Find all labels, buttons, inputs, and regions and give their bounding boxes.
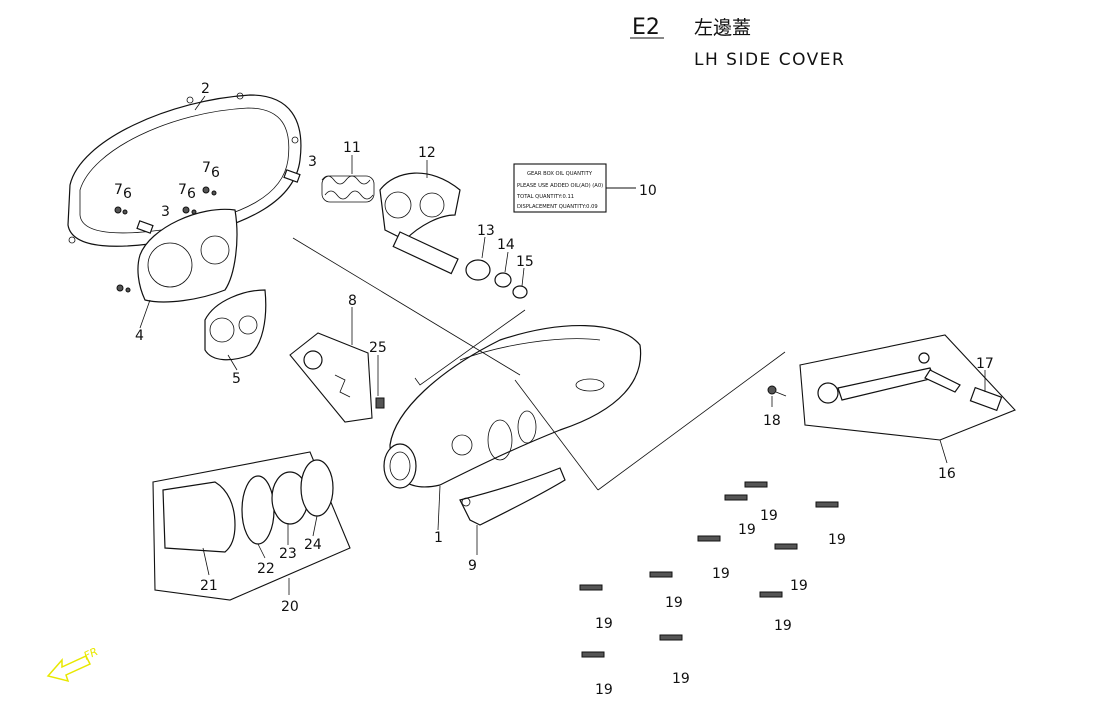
part-air-filter-group <box>152 451 351 601</box>
part-bracket <box>459 467 566 526</box>
callout-6a: 6 <box>123 186 132 202</box>
part-kick-gear <box>379 172 461 275</box>
callout-9: 9 <box>468 558 477 574</box>
part-kick-spring <box>321 175 375 203</box>
header: E2 左邊蓋 LH SIDE COVER <box>630 15 845 70</box>
callout-19f: 19 <box>665 595 683 611</box>
callout-14: 14 <box>497 237 515 253</box>
part-shaft-bushings <box>465 259 528 299</box>
callout-23: 23 <box>279 546 297 562</box>
part-oil-label-plate: GEAR BOX OIL QUANTITY PLEASE USE ADDED O… <box>513 163 636 213</box>
callout-19b: 19 <box>738 522 756 538</box>
callout-22: 22 <box>257 561 275 577</box>
part-inner-cover <box>137 208 238 303</box>
callout-19d: 19 <box>712 566 730 582</box>
title-chinese: 左邊蓋 <box>694 17 751 39</box>
callout-19i: 19 <box>672 671 690 687</box>
callout-19a: 19 <box>760 508 778 524</box>
title-english: LH SIDE COVER <box>694 50 845 70</box>
callout-25: 25 <box>369 340 387 356</box>
callout-20: 20 <box>281 599 299 615</box>
callout-17: 17 <box>976 356 994 372</box>
callout-7a: 7 <box>114 182 123 198</box>
callout-19g: 19 <box>595 616 613 632</box>
callout-3b: 3 <box>161 204 170 220</box>
callout-13: 13 <box>477 223 495 239</box>
callout-6c: 6 <box>211 165 220 181</box>
part-outer-cover <box>67 92 302 247</box>
section-code: E2 <box>632 15 660 40</box>
callout-labels: 2 3 3 11 12 10 7 6 7 6 7 6 13 14 15 4 8 … <box>114 81 994 698</box>
callout-7c: 7 <box>202 160 211 176</box>
callout-2: 2 <box>201 81 210 97</box>
callout-8: 8 <box>348 293 357 309</box>
callout-11: 11 <box>343 140 361 156</box>
callout-4: 4 <box>135 328 144 344</box>
part-pins-and-bolts <box>114 169 301 293</box>
callout-1: 1 <box>434 530 443 546</box>
callout-7b: 7 <box>178 182 187 198</box>
callout-16: 16 <box>938 466 956 482</box>
callout-12: 12 <box>418 145 436 161</box>
label-line-1: GEAR BOX OIL QUANTITY <box>527 171 593 177</box>
callout-19j: 19 <box>595 682 613 698</box>
part-crankcase <box>383 324 642 489</box>
leader-lines <box>139 95 986 595</box>
part-bolts <box>579 481 839 658</box>
callout-19e: 19 <box>790 578 808 594</box>
callout-5: 5 <box>232 371 241 387</box>
callout-19c: 19 <box>828 532 846 548</box>
callout-18: 18 <box>763 413 781 429</box>
direction-label: FR <box>82 645 100 663</box>
callout-6b: 6 <box>187 186 196 202</box>
part-clip-group <box>289 332 385 423</box>
callout-10: 10 <box>639 183 657 199</box>
callout-3a: 3 <box>308 154 317 170</box>
label-line-3: TOTAL QUANTITY:0.11 <box>516 194 574 200</box>
arrow-icon <box>46 655 92 683</box>
front-direction-arrow: FR <box>46 645 100 683</box>
callout-15: 15 <box>516 254 534 270</box>
part-gasket-plate <box>204 289 267 361</box>
label-line-4: DISPLACEMENT QUANTITY:0.09 <box>517 204 598 210</box>
callout-24: 24 <box>304 537 322 553</box>
callout-19h: 19 <box>774 618 792 634</box>
label-line-2: PLEASE USE ADDED OIL(AO) (A0) <box>517 183 603 189</box>
part-kick-lever <box>767 334 1016 441</box>
callout-21: 21 <box>200 578 218 594</box>
